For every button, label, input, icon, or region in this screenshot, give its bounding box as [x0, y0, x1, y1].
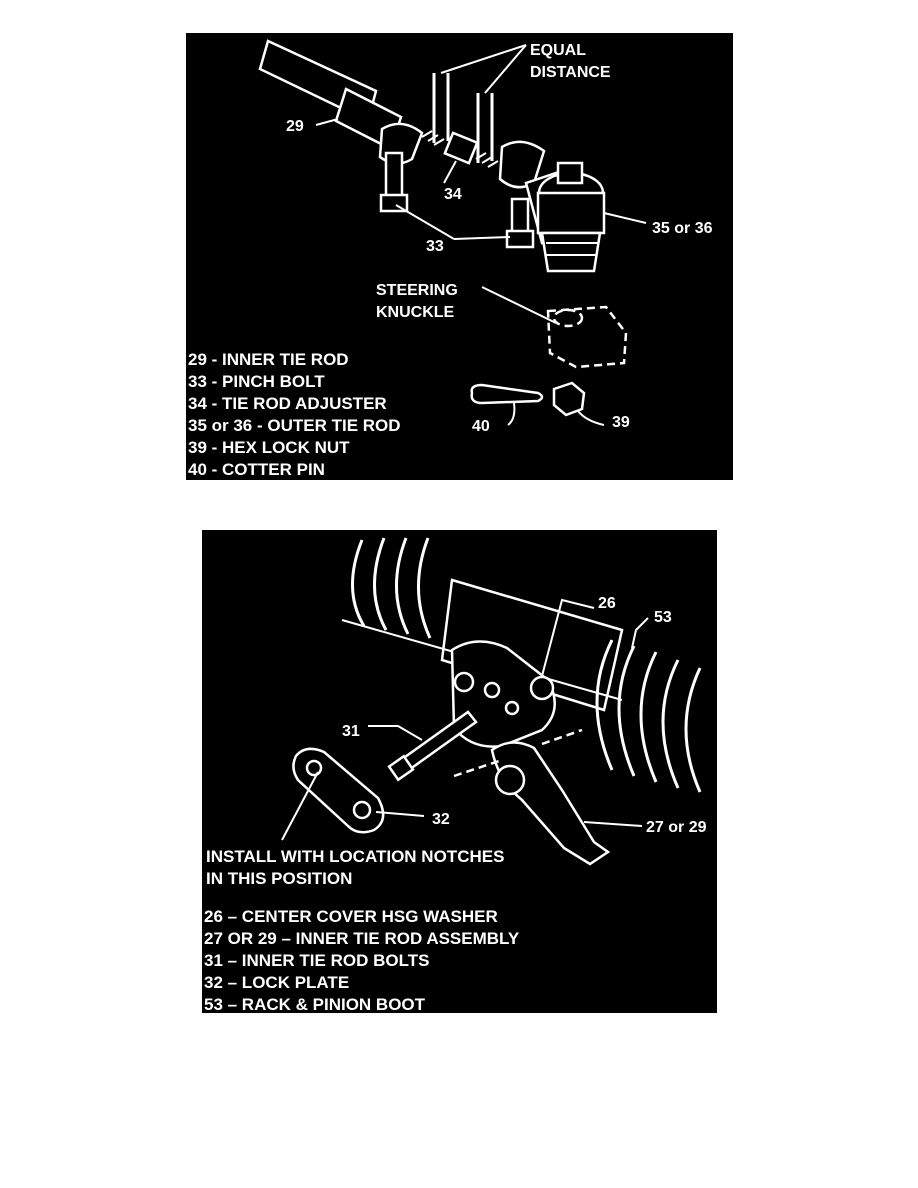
callout-35-36: 35 or 36: [652, 220, 713, 237]
legend-item: 32 – LOCK PLATE: [204, 973, 349, 992]
cover-bolt-hole: [504, 700, 520, 716]
lock-notch: [352, 800, 372, 820]
tie-rod-eye: [494, 764, 526, 796]
outer-tie-rod-body: [536, 191, 606, 235]
outer-tie-rod-boot: [540, 231, 602, 273]
grease-fitting: [556, 161, 584, 185]
callout-27-29: 27 or 29: [646, 819, 707, 836]
legend-item: 53 – RACK & PINION BOOT: [204, 995, 426, 1013]
right-boot-ridges: [595, 639, 702, 793]
steering-knuckle-outline: [546, 305, 628, 369]
callout-32: 32: [432, 811, 450, 828]
leader-39: [577, 410, 605, 426]
legend-item: 33 - PINCH BOLT: [188, 372, 325, 391]
callout-29: 29: [286, 118, 304, 135]
legend-item: 35 or 36 - OUTER TIE ROD: [188, 416, 401, 435]
callout-33: 33: [426, 238, 444, 255]
cotter-pin-drawing: [470, 383, 544, 405]
equal-distance-leaders: [440, 44, 527, 94]
cover-washer: [529, 675, 555, 701]
lock-plate-drawing: [292, 747, 385, 834]
left-pinch-bolt: [384, 151, 404, 199]
leader-31: [368, 725, 423, 741]
callout-26: 26: [598, 595, 616, 612]
cover-bolt-hole: [453, 671, 475, 693]
leader-34: [443, 160, 457, 184]
leader-note: [281, 771, 319, 841]
leader-27-29: [583, 821, 643, 827]
rack-housing: [440, 578, 624, 712]
boot-ridges: [546, 242, 598, 256]
leader-26: [541, 598, 595, 677]
steering-knuckle-label-1: STEERING: [376, 282, 458, 299]
leader-40: [507, 402, 516, 426]
right-pinch-bolt: [510, 197, 530, 235]
leader-knuckle: [481, 286, 557, 324]
callout-34: 34: [444, 186, 462, 203]
leader-35-36: [603, 212, 647, 224]
legend-item: 31 – INNER TIE ROD BOLTS: [204, 951, 429, 970]
knuckle-hole: [552, 308, 584, 328]
alignment-dashes: [453, 728, 583, 778]
lock-notch: [305, 759, 323, 777]
cover-bolt-hole: [483, 681, 501, 699]
rack-pinion-illustration: 26 53 31 32 27 or 29 INSTALL WITH LOCATI…: [204, 537, 707, 1013]
left-boot-ridges: [351, 537, 432, 639]
legend-item: 26 – CENTER COVER HSG WASHER: [204, 907, 498, 926]
steering-knuckle-label-2: KNUCKLE: [376, 304, 455, 321]
hex-lock-nut-drawing: [552, 381, 586, 417]
callout-31: 31: [342, 723, 360, 740]
tie-rod-diagram: EQUAL DISTANCE 29 34 33 35 or 36 STEERIN…: [186, 33, 733, 480]
legend-item: 40 - COTTER PIN: [188, 460, 325, 479]
equal-distance-label-1: EQUAL: [530, 42, 586, 59]
legend-item: 29 - INNER TIE ROD: [188, 350, 349, 369]
callout-40: 40: [472, 418, 490, 435]
tie-rod-illustration: EQUAL DISTANCE 29 34 33 35 or 36 STEERIN…: [188, 39, 713, 479]
bolt-head: [387, 754, 415, 782]
install-note-line-2: IN THIS POSITION: [206, 869, 352, 888]
callout-39: 39: [612, 414, 630, 431]
equal-distance-label-2: DISTANCE: [530, 64, 611, 81]
right-pinch-bolt-head: [505, 229, 535, 249]
inner-tie-rod-assembly-drawing: [490, 741, 611, 866]
equal-distance-marks: [432, 73, 494, 163]
tie-rod-adjuster: [443, 131, 479, 165]
install-note-line-1: INSTALL WITH LOCATION NOTCHES: [206, 847, 504, 866]
rack-pinion-diagram: 26 53 31 32 27 or 29 INSTALL WITH LOCATI…: [202, 530, 717, 1013]
leader-53: [631, 617, 649, 649]
leader-32: [375, 811, 425, 817]
callout-53: 53: [654, 609, 672, 626]
leader-29: [315, 118, 339, 126]
leader-33: [395, 204, 511, 240]
legend-item: 39 - HEX LOCK NUT: [188, 438, 350, 457]
center-cover: [450, 640, 556, 748]
legend-item: 27 OR 29 – INNER TIE ROD ASSEMBLY: [204, 929, 520, 948]
legend-item: 34 - TIE ROD ADJUSTER: [188, 394, 387, 413]
